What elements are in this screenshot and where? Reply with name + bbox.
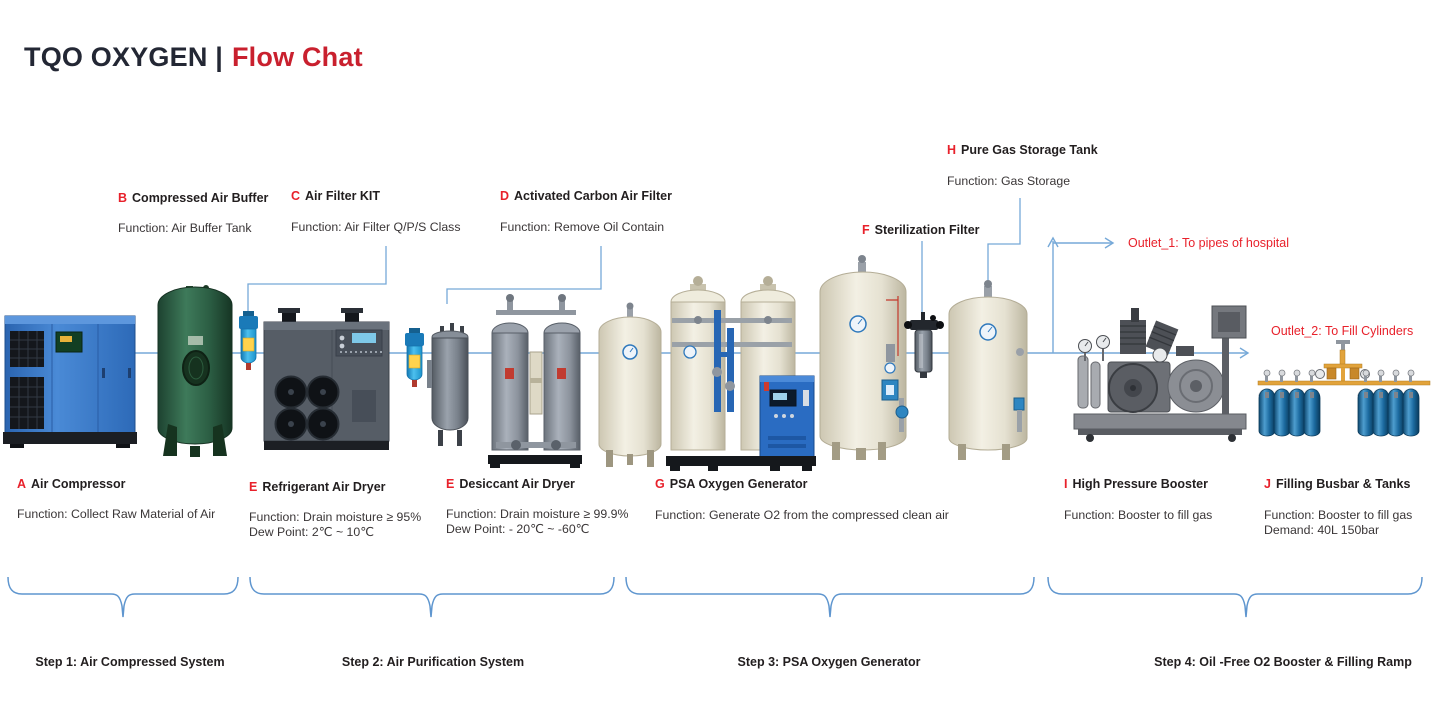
label-c-letter: C — [291, 189, 301, 203]
page-title: TQO OXYGEN | Flow Chat — [24, 42, 363, 73]
label-e1-name: Refrigerant Air Dryer — [262, 480, 386, 494]
product-storage-tank-icon — [819, 255, 909, 460]
label-e1-title: E Refrigerant Air Dryer — [249, 480, 386, 494]
desiccant-air-dryer-icon — [488, 294, 582, 468]
label-e1-dewpoint: Dew Point: 2℃ ~ 10℃ — [249, 525, 375, 539]
step-1-label: Step 1: Air Compressed System — [35, 655, 225, 669]
label-f-title: F Sterilization Filter — [862, 223, 980, 237]
brace-step-4 — [1047, 576, 1423, 618]
brace-step-1 — [7, 576, 239, 618]
label-a-name: Air Compressor — [31, 477, 126, 491]
label-f-letter: F — [862, 223, 870, 237]
label-i-title: I High Pressure Booster — [1064, 477, 1208, 491]
label-c-title: C Air Filter KIT — [291, 189, 380, 203]
label-j-name: Filling Busbar & Tanks — [1275, 477, 1411, 491]
label-e2-title: E Desiccant Air Dryer — [446, 477, 575, 491]
label-a-title: A Air Compressor — [17, 477, 126, 491]
label-b-name: Compressed Air Buffer — [132, 191, 269, 205]
connector-carbon-filter — [446, 246, 602, 304]
step-2-label: Step 2: Air Purification System — [341, 655, 525, 669]
label-h-title: H Pure Gas Storage Tank — [947, 143, 1098, 157]
outlet-1-label: Outlet_1: To pipes of hospital — [1128, 236, 1289, 250]
step-3-label: Step 3: PSA Oxygen Generator — [737, 655, 921, 669]
label-e1-function: Function: Drain moisture ≥ 95% — [249, 510, 422, 524]
label-b-letter: B — [118, 191, 128, 205]
brand-title: TQO OXYGEN | — [24, 42, 223, 72]
label-a-function: Function: Collect Raw Material of Air — [17, 507, 216, 521]
connector-air-filter-kit — [247, 246, 387, 313]
connector-pure-gas-tank — [987, 198, 1021, 281]
refrigerant-air-dryer-icon — [263, 308, 390, 450]
label-e2-letter: E — [446, 477, 455, 491]
compressed-air-buffer-icon — [157, 285, 233, 457]
air-compressor-icon — [3, 315, 137, 448]
gas-cylinders — [1258, 369, 1420, 437]
label-e1-letter: E — [249, 480, 258, 494]
outlet-2-label: Outlet_2: To Fill Cylinders — [1271, 324, 1414, 338]
label-e2-name: Desiccant Air Dryer — [459, 477, 575, 491]
label-f-name: Sterilization Filter — [874, 223, 980, 237]
label-b-title: B Compressed Air Buffer — [118, 191, 268, 205]
label-h-letter: H — [947, 143, 957, 157]
label-j-function: Function: Booster to fill gas — [1264, 508, 1413, 522]
air-filter-kit-icon — [239, 311, 258, 370]
label-d-name: Activated Carbon Air Filter — [514, 189, 672, 203]
label-e2-dewpoint: Dew Point: - 20℃ ~ -60℃ — [446, 522, 590, 536]
label-d-function: Function: Remove Oil Contain — [500, 220, 665, 234]
label-a-letter: A — [17, 477, 27, 491]
label-g-name: PSA Oxygen Generator — [669, 477, 808, 491]
label-d-letter: D — [500, 189, 510, 203]
high-pressure-booster-icon — [1073, 305, 1247, 442]
label-i-letter: I — [1064, 477, 1068, 491]
label-j-title: J Filling Busbar & Tanks — [1264, 477, 1410, 491]
page-subtitle: Flow Chat — [231, 42, 363, 72]
label-e2-function: Function: Drain moisture ≥ 99.9% — [446, 507, 629, 521]
activated-carbon-filter-icon — [427, 323, 469, 446]
label-c-function: Function: Air Filter Q/P/S Class — [291, 220, 461, 234]
label-b-function: Function: Air Buffer Tank — [118, 221, 252, 235]
air-filter-kit-2-icon — [405, 328, 424, 387]
step-braces — [7, 576, 1423, 618]
label-g-title: G PSA Oxygen Generator — [655, 477, 808, 491]
label-i-function: Function: Booster to fill gas — [1064, 508, 1213, 522]
label-g-function: Function: Generate O2 from the compresse… — [655, 508, 949, 522]
label-g-letter: G — [655, 477, 665, 491]
label-h-name: Pure Gas Storage Tank — [961, 143, 1098, 157]
label-j-letter: J — [1264, 477, 1271, 491]
label-h-function: Function: Gas Storage — [947, 174, 1071, 188]
label-connectors — [247, 198, 1021, 317]
step-4-label: Step 4: Oil -Free O2 Booster & Filling R… — [1154, 655, 1412, 669]
label-d-title: D Activated Carbon Air Filter — [500, 189, 672, 203]
pure-gas-storage-tank-icon — [948, 280, 1028, 460]
outlet1-arrows — [1047, 236, 1115, 353]
oxygen-buffer-tank-icon — [598, 302, 662, 467]
brace-step-2 — [249, 576, 615, 618]
brace-step-3 — [625, 576, 1035, 618]
label-c-name: Air Filter KIT — [305, 189, 381, 203]
sterilization-filter-icon — [904, 312, 944, 378]
psa-oxygen-generator-icon — [666, 276, 816, 471]
label-j-demand: Demand: 40L 150bar — [1264, 523, 1380, 537]
filling-busbar-icon — [1257, 340, 1431, 437]
label-i-name: High Pressure Booster — [1072, 477, 1208, 491]
